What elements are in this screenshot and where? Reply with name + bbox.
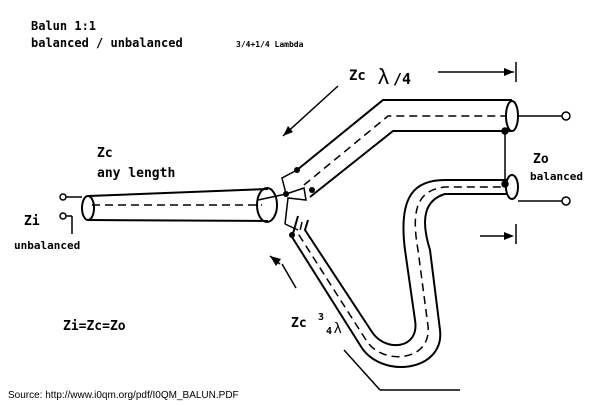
three-quarter-end-marker — [480, 224, 517, 244]
any-length-label: any length — [97, 166, 175, 181]
quarter-wave-lambda: λ — [378, 64, 389, 89]
diagram-subtitle: balanced / unbalanced — [31, 36, 183, 50]
three-quarter-denominator: 4 — [326, 326, 332, 337]
upper-quarter-wave-branch — [296, 99, 519, 198]
quarter-wave-fraction: /4 — [393, 70, 411, 88]
quarter-wave-dimension — [282, 62, 517, 137]
three-quarter-wave-dimension — [269, 255, 460, 391]
output-connection — [501, 111, 571, 206]
unbalanced-label: unbalanced — [14, 239, 80, 252]
balanced-label: balanced — [530, 170, 583, 183]
three-quarter-numerator: 3 — [318, 312, 324, 323]
diagram-title: Balun 1:1 — [31, 19, 96, 33]
impedance-equation: Zi=Zc=Zo — [63, 319, 126, 334]
three-quarter-zc-label: Zc — [291, 316, 307, 331]
quarter-wave-zc-label: Zc — [349, 68, 366, 84]
source-citation: Source: http://www.i0qm.org/pdf/I0QM_BAL… — [8, 390, 239, 401]
input-coax — [81, 187, 278, 223]
zi-label: Zi — [24, 214, 40, 229]
three-quarter-lambda: λ — [334, 320, 342, 337]
shield-junction — [257, 167, 315, 238]
lambda-note: 3/4+1/4 Lambda — [236, 40, 304, 49]
any-length-zc-label: Zc — [97, 146, 113, 161]
input-terminals — [59, 193, 82, 234]
zo-label: Zo — [533, 152, 549, 167]
lower-three-quarter-wave-branch — [290, 174, 519, 368]
